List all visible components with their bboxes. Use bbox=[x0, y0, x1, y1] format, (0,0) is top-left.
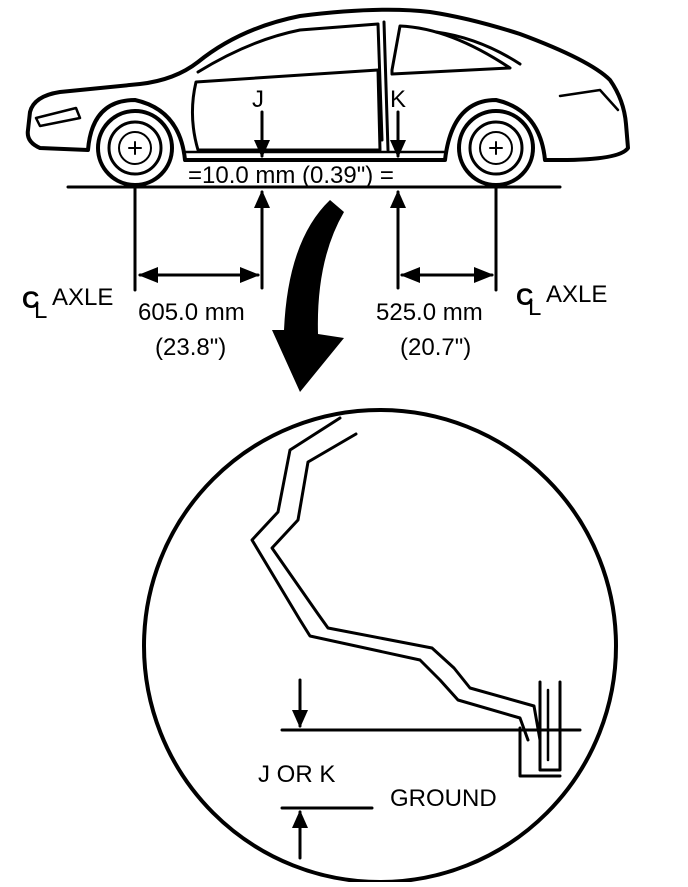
rear-quarter-glass bbox=[434, 30, 522, 66]
front-axle-cl-sub: L bbox=[34, 297, 47, 324]
rocker-profile-inner bbox=[270, 432, 542, 742]
front-axle-label: AXLE bbox=[52, 284, 113, 311]
rear-window bbox=[390, 24, 512, 76]
detail-j-or-k-label: J OR K bbox=[258, 761, 335, 788]
front-door bbox=[190, 68, 382, 152]
flange-bottom bbox=[518, 726, 562, 778]
detail-ground-label: GROUND bbox=[390, 785, 497, 812]
rear-axle-cl-symbol: C bbox=[516, 284, 533, 311]
rear-dim-arrowhead-right bbox=[474, 267, 494, 283]
front-distance-mm: 605.0 mm bbox=[138, 299, 245, 326]
measure-points: J K =10.0 mm (0.39") = bbox=[188, 86, 406, 290]
tail-section bbox=[558, 88, 620, 112]
front-dim-arrowhead-right bbox=[240, 267, 260, 283]
front-wheel bbox=[96, 109, 174, 187]
rear-dim-arrowhead-left bbox=[400, 267, 420, 283]
windshield-line bbox=[196, 22, 384, 142]
b-pillar bbox=[382, 20, 390, 152]
front-dim-arrowhead-left bbox=[138, 267, 158, 283]
detail-circle bbox=[142, 408, 618, 884]
point-k-label: K bbox=[390, 86, 406, 113]
rear-distance-in: (20.7") bbox=[400, 334, 471, 361]
rocker-profile-outer bbox=[250, 416, 530, 742]
point-k-arrowhead-down bbox=[390, 140, 406, 158]
point-j-arrowhead-up bbox=[254, 190, 270, 208]
rear-axle-label: AXLE bbox=[546, 281, 607, 308]
rear-axle-cl-sub: L bbox=[528, 294, 541, 321]
height-spec-label: =10.0 mm (0.39") = bbox=[188, 162, 394, 189]
detail-view: J OR K GROUND bbox=[142, 408, 618, 884]
rear-distance-mm: 525.0 mm bbox=[376, 299, 483, 326]
height-arrowhead-top bbox=[292, 710, 308, 728]
front-axle-cl-symbol: C bbox=[22, 287, 39, 314]
axle-dimensions: C L AXLE 605.0 mm (23.8") 525.0 mm (20.7… bbox=[22, 183, 607, 361]
car-side-view bbox=[25, 7, 630, 189]
car-body-outline bbox=[25, 7, 630, 162]
callout-arrow-body bbox=[272, 200, 344, 392]
front-distance-in: (23.8") bbox=[155, 334, 226, 361]
callout-arrow bbox=[272, 200, 344, 392]
rear-wheel bbox=[457, 109, 535, 187]
height-arrowhead-bottom bbox=[292, 810, 308, 828]
point-j-arrowhead-down bbox=[254, 140, 270, 158]
point-k-arrowhead-up bbox=[390, 190, 406, 208]
headlight bbox=[34, 106, 82, 128]
pinch-weld-flange bbox=[538, 680, 562, 772]
point-j-label: J bbox=[252, 86, 264, 113]
